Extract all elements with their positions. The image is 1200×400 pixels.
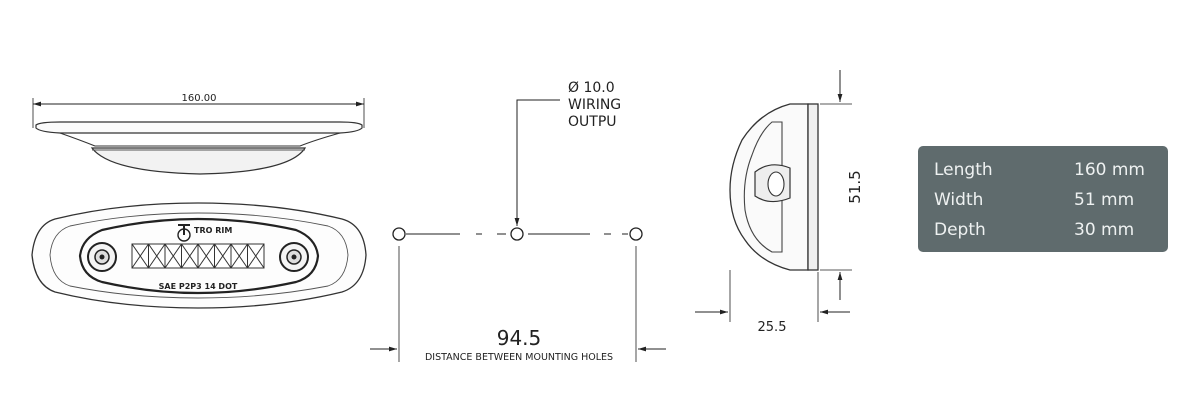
- wiring-hole: [510, 227, 524, 241]
- spec-card: Length 160 mm Width 51 mm Depth 30 mm: [918, 146, 1168, 252]
- lens-gasket: [78, 217, 320, 295]
- top-view: 160.00: [32, 93, 365, 175]
- spacing-value-text: 94.5: [497, 326, 542, 350]
- mounting-hole-right: [629, 227, 643, 241]
- mounting-hole-left: [392, 227, 406, 241]
- mounting-boss-left: [87, 242, 117, 272]
- wiring-diameter-text: Ø 10.0: [568, 80, 615, 96]
- spec-value: 160 mm: [1074, 160, 1145, 180]
- wiring-label-line1: WIRING: [568, 97, 621, 113]
- length-dimension-text: 160.00: [182, 93, 217, 104]
- spec-value: 51 mm: [1074, 190, 1135, 210]
- depth-dimension-text: 25.5: [758, 320, 787, 335]
- side-lens-inner: [743, 121, 783, 253]
- spec-row-length: Length 160 mm: [934, 160, 1152, 190]
- side-led: [767, 171, 785, 197]
- brand-logo: [177, 224, 191, 242]
- wiring-label-line2: OUTPU: [568, 114, 617, 130]
- lamp-body-inner-rim: [49, 212, 349, 299]
- spec-label: Width: [934, 190, 984, 210]
- lamp-lens-profile: [90, 147, 307, 175]
- lamp-base-profile: [35, 121, 363, 134]
- logo-text: TRO RIM: [194, 226, 232, 235]
- lamp-base-lower: [59, 132, 341, 147]
- spec-value: 30 mm: [1074, 220, 1135, 240]
- led-array: [131, 243, 265, 269]
- side-base-plate: [807, 103, 819, 271]
- height-dimension-text: 51.5: [846, 170, 864, 203]
- wiring-leader-line: [514, 99, 560, 226]
- marking-text: SAE P2P3 14 DOT: [159, 282, 238, 291]
- spacing-label-text: DISTANCE BETWEEN MOUNTING HOLES: [425, 352, 613, 363]
- side-view: 51.5 25.5: [695, 70, 864, 335]
- spec-row-width: Width 51 mm: [934, 190, 1152, 220]
- mounting-boss-right: [279, 242, 309, 272]
- front-view: TRO RIM SAE P2P3 14 DOT: [31, 202, 367, 309]
- spec-label: Depth: [934, 220, 986, 240]
- hole-view: Ø 10.0 WIRING OUTPU 94.5 DISTANCE BETWEE…: [370, 80, 666, 363]
- spec-row-depth: Depth 30 mm: [934, 220, 1152, 250]
- spec-label: Length: [934, 160, 993, 180]
